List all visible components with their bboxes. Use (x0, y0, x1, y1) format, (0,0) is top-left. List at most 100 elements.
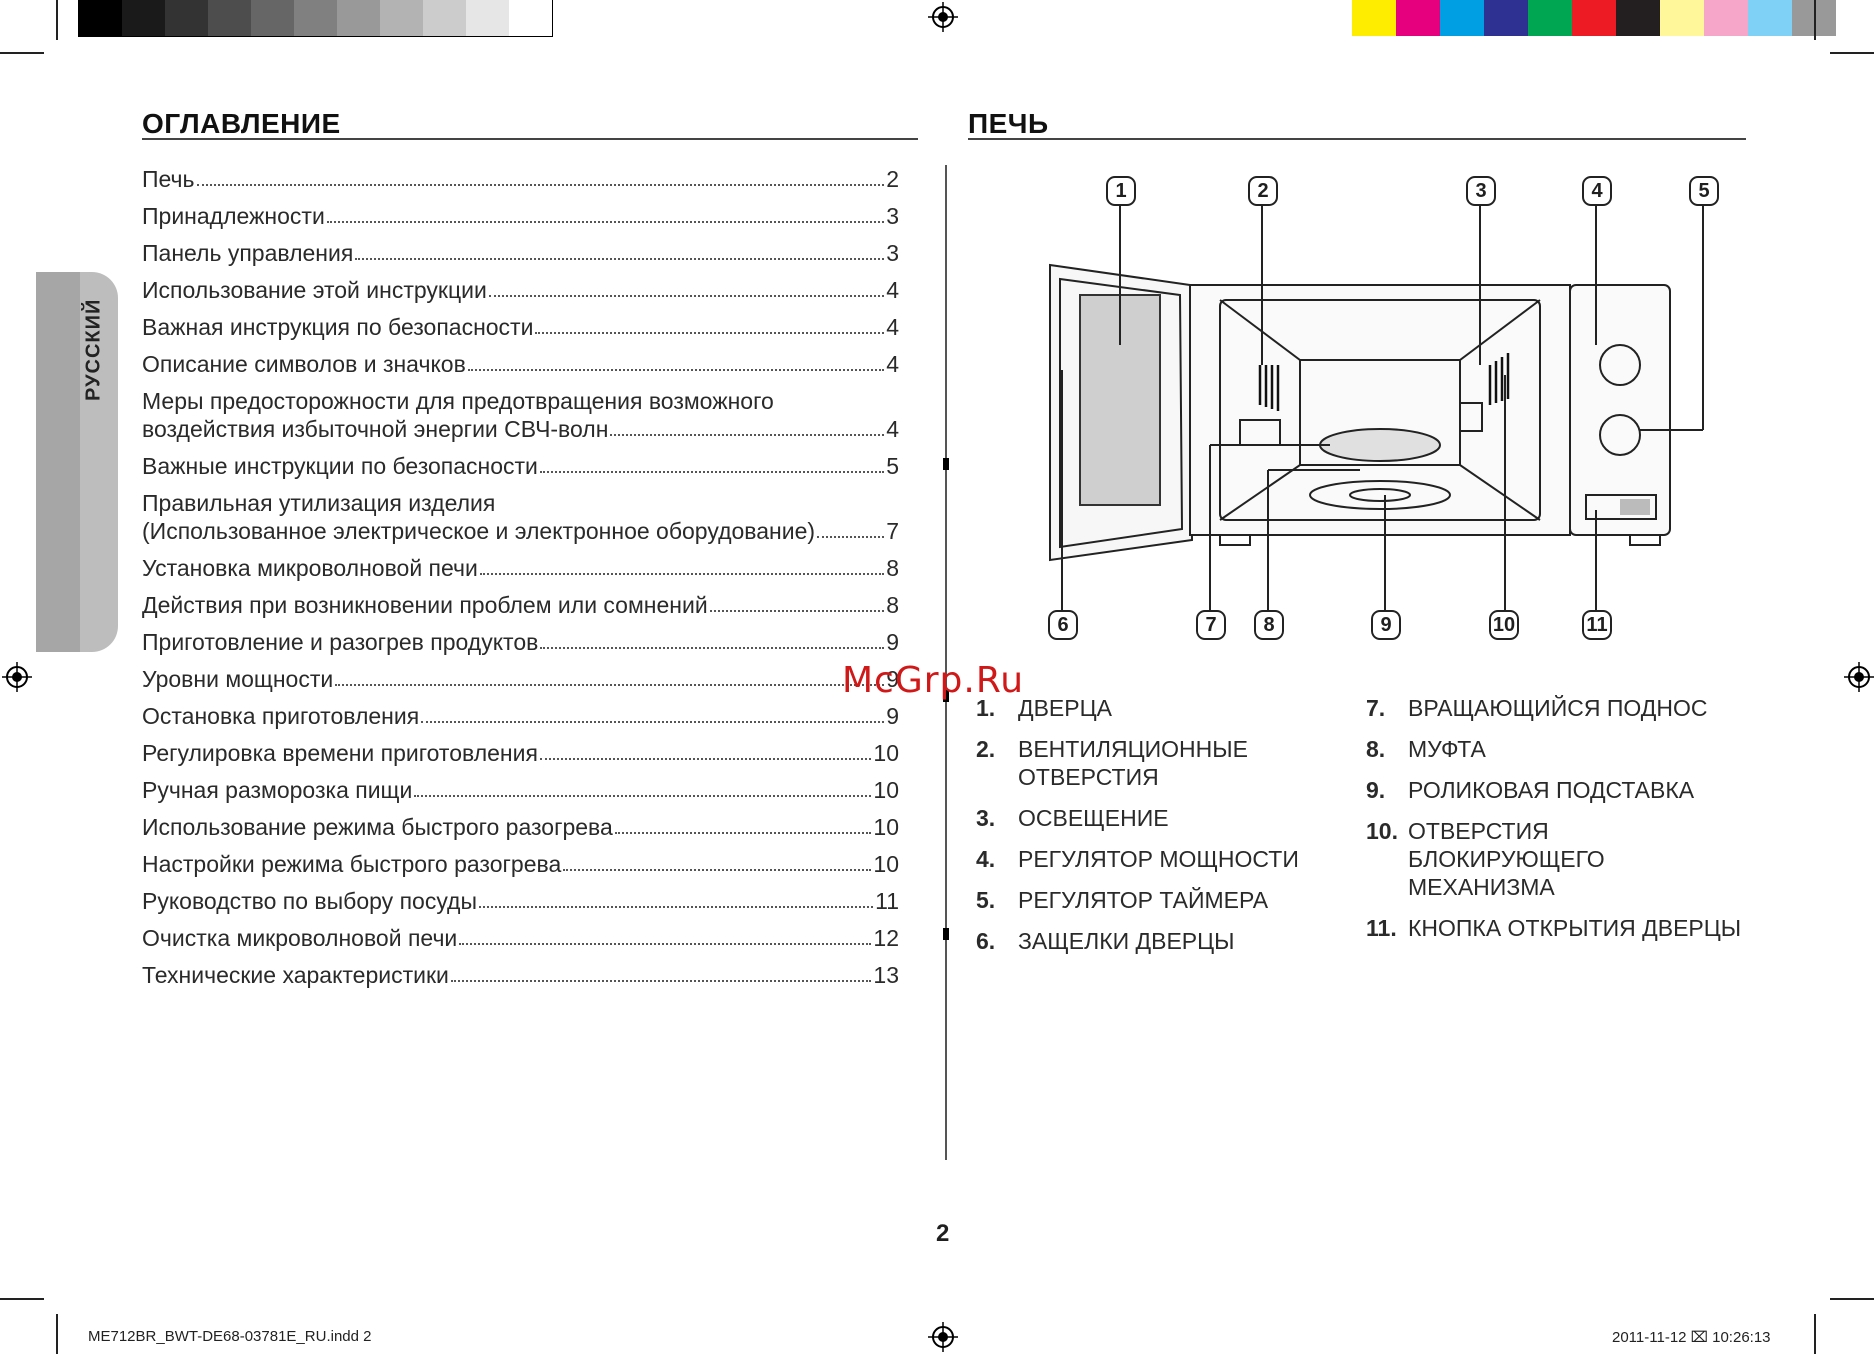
grayscale-calibration-bar (78, 0, 553, 37)
toc-entry-title: Важная инструкция по безопасности (142, 314, 534, 340)
toc-entry-title: Использование режима быстрого разогрева (142, 814, 613, 840)
color-swatch (1572, 0, 1616, 36)
toc-leader-dots (421, 721, 885, 723)
part-item: 6.ЗАЩЕЛКИ ДВЕРЦЫ (976, 927, 1316, 955)
grayscale-swatch (509, 0, 552, 36)
toc-leader-dots (614, 832, 872, 834)
callout-badge: 6 (1048, 610, 1078, 640)
toc-entry[interactable]: Правильная утилизация изделия(Использова… (142, 489, 899, 545)
crop-mark (56, 0, 58, 40)
parts-list-left: 1. ДВЕРЦА 2.ВЕНТИЛЯЦИОННЫЕ ОТВЕРСТИЯ 3. ОСВЕ… (976, 694, 1316, 968)
toc-entry[interactable]: Действия при возникновении проблем или с… (142, 591, 899, 619)
grayscale-swatch (380, 0, 423, 36)
registration-mark-icon (928, 2, 958, 32)
part-number: 6. (976, 928, 996, 954)
color-swatch (1704, 0, 1748, 36)
callout-badge: 11 (1582, 610, 1612, 640)
grayscale-swatch (294, 0, 337, 36)
part-number: 10. (1366, 818, 1398, 844)
toc-entry-page: 11 (875, 888, 899, 914)
toc-entry-title: Установка микроволновой печи (142, 555, 478, 581)
part-number: 1. (976, 695, 996, 721)
toc-entry[interactable]: Меры предосторожности для предотвращения… (142, 387, 899, 443)
toc-entry-title: Уровни мощности (142, 666, 334, 692)
toc-entry[interactable]: Технические характеристики 13 (142, 961, 899, 989)
oven-title: ПЕЧЬ (968, 108, 1049, 139)
toc-entry-page: 9 (886, 703, 899, 729)
toc-entry[interactable]: Использование режима быстрого разогрева 1… (142, 813, 899, 841)
toc-entry-page: 10 (873, 851, 899, 877)
part-label: ДВЕРЦА (1018, 695, 1112, 721)
crop-mark (1830, 1298, 1874, 1300)
toc-leader-dots (540, 647, 885, 649)
color-swatch (1352, 0, 1396, 36)
toc-entry-title: Очистка микроволновой печи (142, 925, 458, 951)
crop-mark (1814, 0, 1816, 40)
part-label: КНОПКА ОТКРЫТИЯ ДВЕРЦЫ (1408, 915, 1742, 941)
toc-entry-page: 8 (886, 592, 899, 618)
toc-entry-title: Использование этой инструкции (142, 277, 487, 303)
callout-badge: 9 (1371, 610, 1401, 640)
toc-leader-dots (414, 795, 872, 797)
toc-entry-title: Технические характеристики (142, 962, 449, 988)
toc-entry-title: Регулировка времени приготовления (142, 740, 538, 766)
toc-leader-dots (539, 471, 885, 473)
color-swatch (1484, 0, 1528, 36)
toc-entry-page: 4 (886, 277, 899, 303)
part-label: ОСВЕЩЕНИЕ (1018, 805, 1169, 831)
color-swatch (1748, 0, 1792, 36)
toc-entry[interactable]: Уровни мощности 9 (142, 665, 899, 693)
toc-leader-dots (450, 980, 872, 982)
toc-entry-page: 10 (873, 740, 899, 766)
part-item: 5.РЕГУЛЯТОР ТАЙМЕРА (976, 886, 1316, 914)
color-swatch (1660, 0, 1704, 36)
toc-leader-dots (488, 295, 885, 297)
toc-entry[interactable]: Использование этой инструкции 4 (142, 276, 899, 304)
part-item: 9.РОЛИКОВАЯ ПОДСТАВКА (1366, 776, 1746, 804)
grayscale-swatch (337, 0, 380, 36)
part-number: 9. (1366, 777, 1386, 803)
callout-badge: 8 (1254, 610, 1284, 640)
part-label: ВЕНТИЛЯЦИОННЫЕ ОТВЕРСТИЯ (1018, 736, 1248, 790)
callout-badge: 5 (1689, 176, 1719, 206)
toc-leader-dots (535, 332, 885, 334)
toc-entry-page: 10 (873, 814, 899, 840)
registration-mark-icon (928, 1322, 958, 1352)
toc-leader-dots (709, 610, 885, 612)
oven-title-rule (968, 138, 1746, 140)
toc-entry-page: 13 (873, 962, 899, 988)
toc-entry[interactable]: Регулировка времени приготовления 10 (142, 739, 899, 767)
callout-badge: 10 (1489, 610, 1519, 640)
toc-entry-page: 9 (886, 666, 899, 692)
toc-entry-first-line: Меры предосторожности для предотвращения… (142, 388, 774, 414)
part-item: 3. ОСВЕЩЕНИЕ (976, 804, 1316, 832)
callout-badge: 2 (1248, 176, 1278, 206)
toc-leader-dots (326, 221, 885, 223)
part-item: 11. КНОПКА ОТКРЫТИЯ ДВЕРЦЫ (1366, 914, 1746, 942)
registration-mark-icon (2, 662, 32, 692)
footer-filename: ME712BR_BWT-DE68-03781E_RU.indd 2 (88, 1328, 372, 1345)
toc-entry-title: Важные инструкции по безопасности (142, 453, 538, 479)
part-number: 3. (976, 805, 996, 831)
toc-entry-page: 4 (886, 351, 899, 377)
callout-badge: 3 (1466, 176, 1496, 206)
part-item: 10.ОТВЕРСТИЯ БЛОКИРУЮЩЕГО МЕХАНИЗМА (1366, 817, 1746, 901)
part-item: 2.ВЕНТИЛЯЦИОННЫЕ ОТВЕРСТИЯ (976, 735, 1316, 791)
toc-entry-title: Панель управления (142, 240, 354, 266)
toc-leader-dots (196, 184, 885, 186)
footer-timestamp: 2011-11-12 ⌧ 10:26:13 (1612, 1329, 1771, 1346)
part-number: 11. (1366, 915, 1397, 941)
